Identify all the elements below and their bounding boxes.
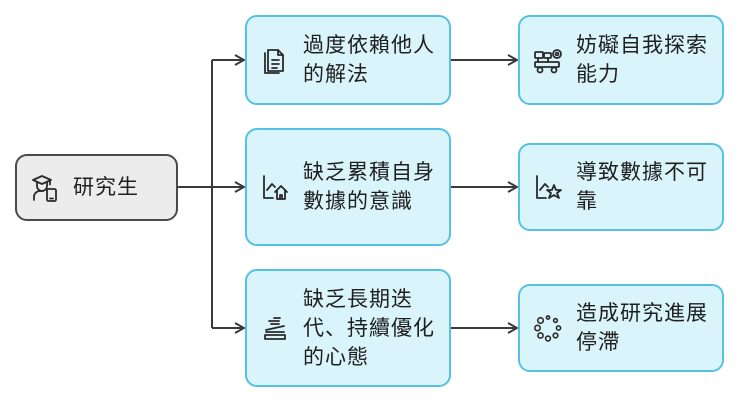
stamp-icon xyxy=(259,312,291,344)
middle-node-3[interactable]: 缺乏長期迭代、持續優化的心態 xyxy=(245,269,451,387)
outcome-label-3: 造成研究進展停滯 xyxy=(576,301,708,354)
middle-node-2[interactable]: 缺乏累積自身數據的意識 xyxy=(245,128,451,246)
middle-label-2: 缺乏累積自身數據的意識 xyxy=(303,160,435,213)
middle-node-1[interactable]: 過度依賴他人的解法 xyxy=(245,15,451,105)
robot-rover-icon xyxy=(532,44,564,76)
graduate-user-icon xyxy=(29,172,61,204)
chart-star-icon xyxy=(532,171,564,203)
root-node[interactable]: 研究生 xyxy=(15,154,178,221)
outcome-node-2[interactable]: 導致數據不可靠 xyxy=(518,143,724,231)
outcome-node-1[interactable]: 妨礙自我探索能力 xyxy=(518,15,724,105)
documents-icon xyxy=(259,44,291,76)
outcome-label-2: 導致數據不可靠 xyxy=(576,160,708,213)
outcome-node-3[interactable]: 造成研究進展停滯 xyxy=(518,284,724,372)
outcome-label-1: 妨礙自我探索能力 xyxy=(576,33,708,86)
root-label: 研究生 xyxy=(73,175,139,199)
middle-label-3: 缺乏長期迭代、持續優化的心態 xyxy=(303,286,435,369)
loading-dots-icon xyxy=(532,312,564,344)
chart-home-icon xyxy=(259,171,291,203)
middle-label-1: 過度依賴他人的解法 xyxy=(303,33,435,86)
